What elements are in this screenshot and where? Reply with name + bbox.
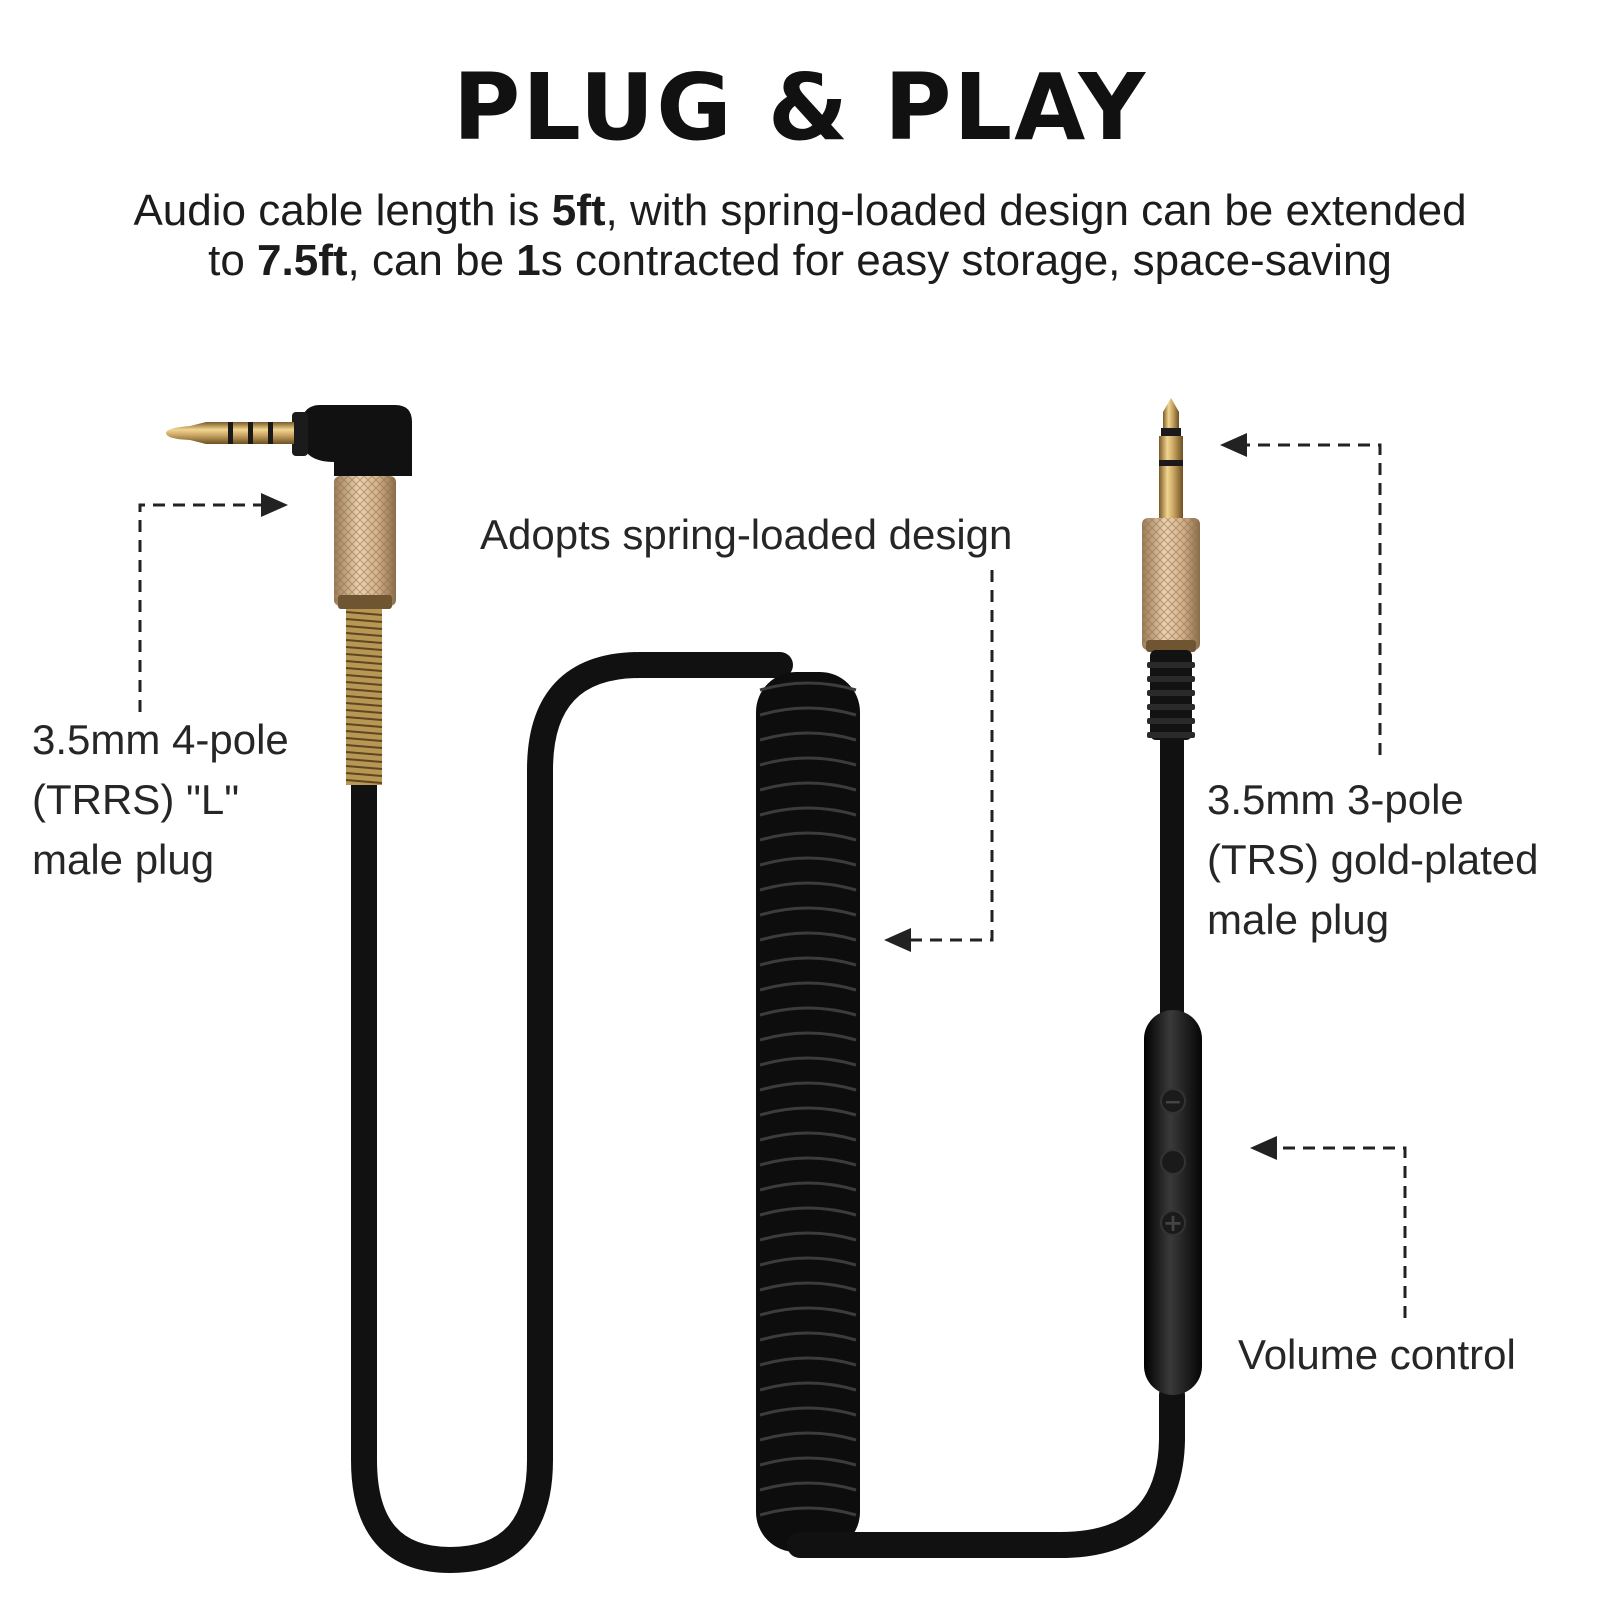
strain-relief-ridges — [1147, 662, 1195, 738]
coil-ring — [759, 1181, 857, 1192]
coil-ring — [759, 1256, 857, 1267]
spring-turn — [345, 618, 383, 623]
coil-ring — [759, 956, 857, 967]
relief-ridge — [1147, 676, 1195, 682]
spring-turn — [345, 758, 383, 763]
spring-turn — [345, 632, 383, 637]
coiled-cable — [756, 672, 860, 1552]
volume-remote: − + — [1144, 1010, 1202, 1395]
coil-ring — [759, 981, 857, 992]
coil-ring — [759, 756, 857, 767]
coil-ring — [759, 1331, 857, 1342]
coil-ring — [759, 1406, 857, 1417]
spring-turn — [345, 660, 383, 665]
coil-ring — [759, 1456, 857, 1467]
label-trrs-plug: 3.5mm 4-pole (TRRS) "L" male plug — [32, 716, 289, 883]
spring-strain-relief — [345, 611, 383, 784]
relief-ridge — [1147, 732, 1195, 738]
coil-ring — [759, 1131, 857, 1142]
coil-ring — [759, 906, 857, 917]
label-trs-plug: 3.5mm 3-pole (TRS) gold-plated male plug — [1207, 776, 1539, 943]
coil-ring — [759, 1381, 857, 1392]
callout-volume — [1250, 1136, 1407, 1318]
spring-turn — [345, 688, 383, 693]
coil-ring — [759, 1006, 857, 1017]
page-title: PLUG & PLAY — [452, 54, 1148, 161]
cable-straight-section — [351, 652, 793, 1574]
coil-ring — [759, 706, 857, 717]
spring-turn — [345, 730, 383, 735]
coil-ring — [759, 931, 857, 942]
coil-ring — [759, 731, 857, 742]
trs-straight-plug — [1142, 398, 1200, 740]
coil-ring — [759, 781, 857, 792]
spring-turn — [345, 646, 383, 651]
relief-ridge — [1147, 718, 1195, 724]
spring-turn — [345, 695, 383, 700]
spring-turn — [345, 723, 383, 728]
spring-turn — [345, 611, 383, 616]
product-description: Audio cable length is 5ft, with spring-l… — [40, 186, 1560, 286]
volume-down-icon: − — [1164, 1090, 1182, 1115]
spring-turn — [345, 667, 383, 672]
coil-ring — [759, 1106, 857, 1117]
spring-turn — [345, 639, 383, 644]
coil-ring — [759, 856, 857, 867]
coil-ring — [759, 1231, 857, 1242]
coil-ring — [759, 1031, 857, 1042]
description-line-2: to 7.5ft, can be 1s contracted for easy … — [208, 236, 1392, 285]
spring-turn — [345, 765, 383, 770]
coil-ring — [759, 1356, 857, 1367]
play-pause-button — [1160, 1149, 1186, 1175]
callout-spring — [884, 570, 994, 952]
spring-turn — [345, 772, 383, 777]
label-spring-design: Adopts spring-loaded design — [480, 511, 1013, 558]
volume-up-button — [1160, 1210, 1186, 1236]
coil-ring — [759, 1306, 857, 1317]
coil-ring — [759, 1506, 857, 1517]
spring-turn — [345, 674, 383, 679]
volume-down-button — [1160, 1088, 1186, 1114]
spring-turn — [345, 681, 383, 686]
coil-ring — [759, 1431, 857, 1442]
description-line-1: Audio cable length is 5ft, with spring-l… — [133, 186, 1467, 235]
callout-trrs — [138, 493, 288, 712]
volume-up-icon: + — [1163, 1209, 1183, 1237]
coil-ring — [759, 1156, 857, 1167]
coil-rings — [759, 681, 857, 1517]
spring-turn — [345, 751, 383, 756]
spring-turn — [345, 737, 383, 742]
relief-ridge — [1147, 704, 1195, 710]
coil-ring — [759, 1281, 857, 1292]
coil-ring — [759, 1056, 857, 1067]
coil-ring — [759, 881, 857, 892]
spring-turn — [345, 653, 383, 658]
label-volume-control: Volume control — [1238, 1331, 1516, 1378]
relief-ridge — [1147, 690, 1195, 696]
trrs-l-plug — [166, 405, 412, 785]
spring-turn — [345, 716, 383, 721]
spring-turn — [345, 744, 383, 749]
cable-to-remote — [787, 1382, 1185, 1558]
spring-turn — [345, 625, 383, 630]
coil-ring — [759, 1481, 857, 1492]
callout-trs — [1220, 433, 1382, 755]
spring-turn — [345, 709, 383, 714]
spring-turn — [345, 702, 383, 707]
coil-ring — [759, 1081, 857, 1092]
relief-ridge — [1147, 662, 1195, 668]
coil-ring — [759, 681, 857, 692]
coil-ring — [759, 806, 857, 817]
spring-turn — [345, 779, 383, 784]
coil-ring — [759, 831, 857, 842]
coil-ring — [759, 1206, 857, 1217]
